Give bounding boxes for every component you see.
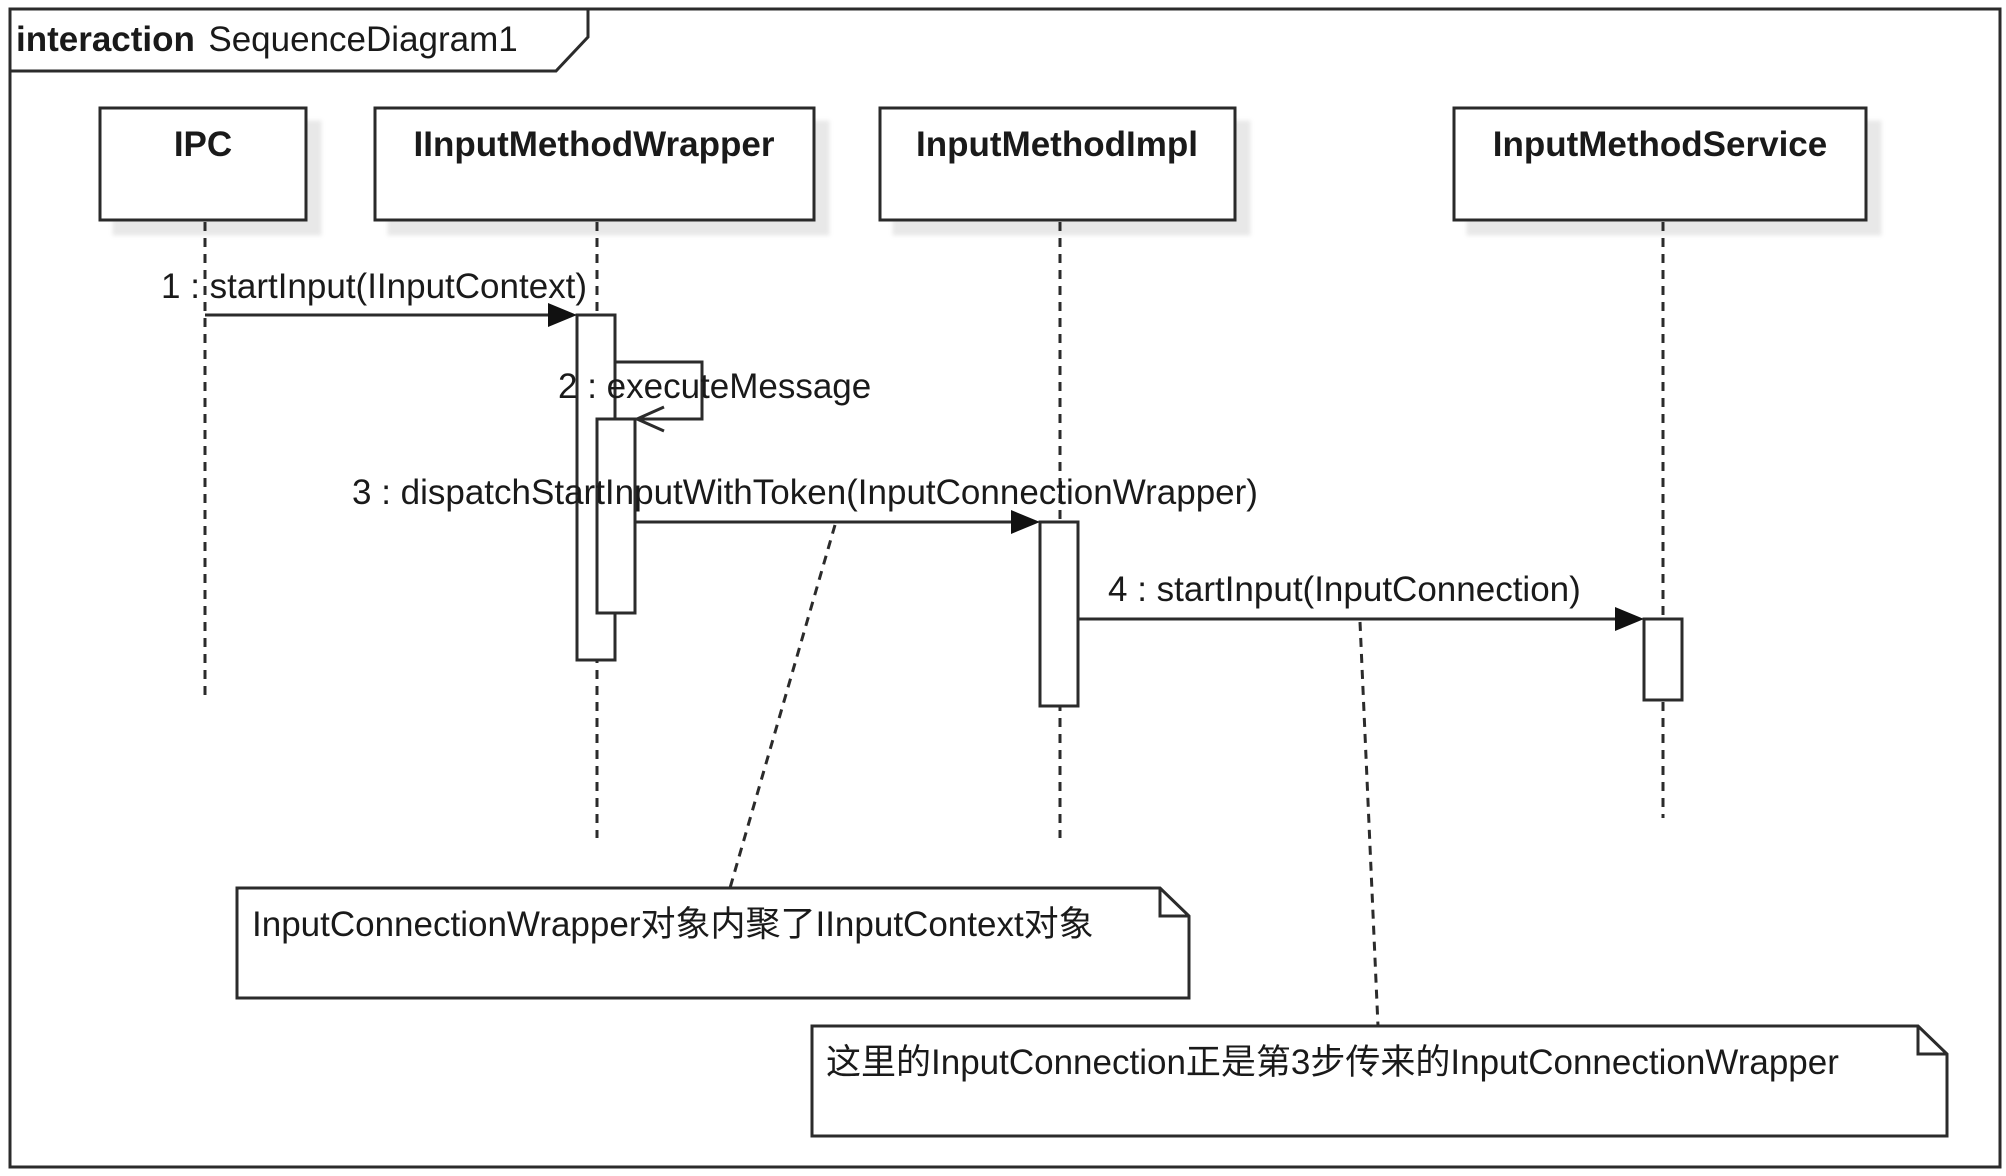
note-text: 这里的InputConnection正是第3步传来的InputConnectio… [826, 1043, 1839, 1082]
note-2-anchor [1358, 621, 1380, 1027]
participant-name: InputMethodService [1493, 125, 1827, 164]
message-3: 3 : dispatchStartInputWithToken(InputCon… [352, 473, 1258, 534]
note-2: 这里的InputConnection正是第3步传来的InputConnectio… [810, 1024, 1949, 1138]
self-message-line [615, 360, 704, 421]
participant-box [373, 106, 816, 222]
participant-inputmethodimpl: InputMethodImpl [878, 106, 1237, 222]
participant-iinputmethodwrapper: IInputMethodWrapper [373, 106, 816, 222]
arrowhead [548, 303, 577, 327]
activation-iinputmethodwrapper-nested [595, 417, 637, 615]
frame-title: interaction SequenceDiagram1 [16, 20, 518, 59]
participant-name: IInputMethodWrapper [414, 125, 775, 164]
activations [575, 313, 1684, 708]
open-arrowhead [633, 405, 665, 433]
interaction-frame: interaction SequenceDiagram1 [8, 7, 2002, 1169]
message-label: 4 : startInput(InputConnection) [1108, 570, 1581, 609]
arrowhead [1615, 607, 1644, 631]
note-text: InputConnectionWrapper对象内聚了IInputContext… [252, 905, 1094, 944]
note-fold [1916, 1026, 1947, 1056]
message-label: 1 : startInput(IInputContext) [161, 267, 587, 306]
activation-inputmethodservice [1642, 617, 1684, 702]
note-anchors [728, 524, 1380, 1027]
frame-name: SequenceDiagram1 [208, 20, 517, 59]
arrowhead [1011, 510, 1040, 534]
note-box [235, 886, 1191, 1000]
message-1: 1 : startInput(IInputContext) [161, 267, 587, 327]
frame-border [8, 7, 2002, 1169]
message-label: 3 : dispatchStartInputWithToken(InputCon… [352, 473, 1258, 512]
note-1-anchor [728, 524, 837, 889]
participant-box [98, 106, 308, 222]
note-fold [1158, 888, 1189, 918]
message-2: 2 : executeMessage [558, 360, 871, 433]
participant-name: IPC [174, 125, 232, 164]
message-label: 2 : executeMessage [558, 367, 871, 406]
note-box [810, 1024, 1949, 1138]
frame-keyword: interaction [16, 20, 195, 59]
participant-name: InputMethodImpl [916, 125, 1198, 164]
note-1: InputConnectionWrapper对象内聚了IInputContext… [235, 886, 1191, 1000]
activation-inputmethodimpl [1038, 520, 1080, 708]
participant-inputmethodservice: InputMethodService [1452, 106, 1868, 222]
participant-box [1452, 106, 1868, 222]
frame-name-tab [10, 7, 590, 73]
participant-ipc: IPC [98, 106, 308, 222]
message-4: 4 : startInput(InputConnection) [1078, 570, 1644, 631]
participant-box [878, 106, 1237, 222]
